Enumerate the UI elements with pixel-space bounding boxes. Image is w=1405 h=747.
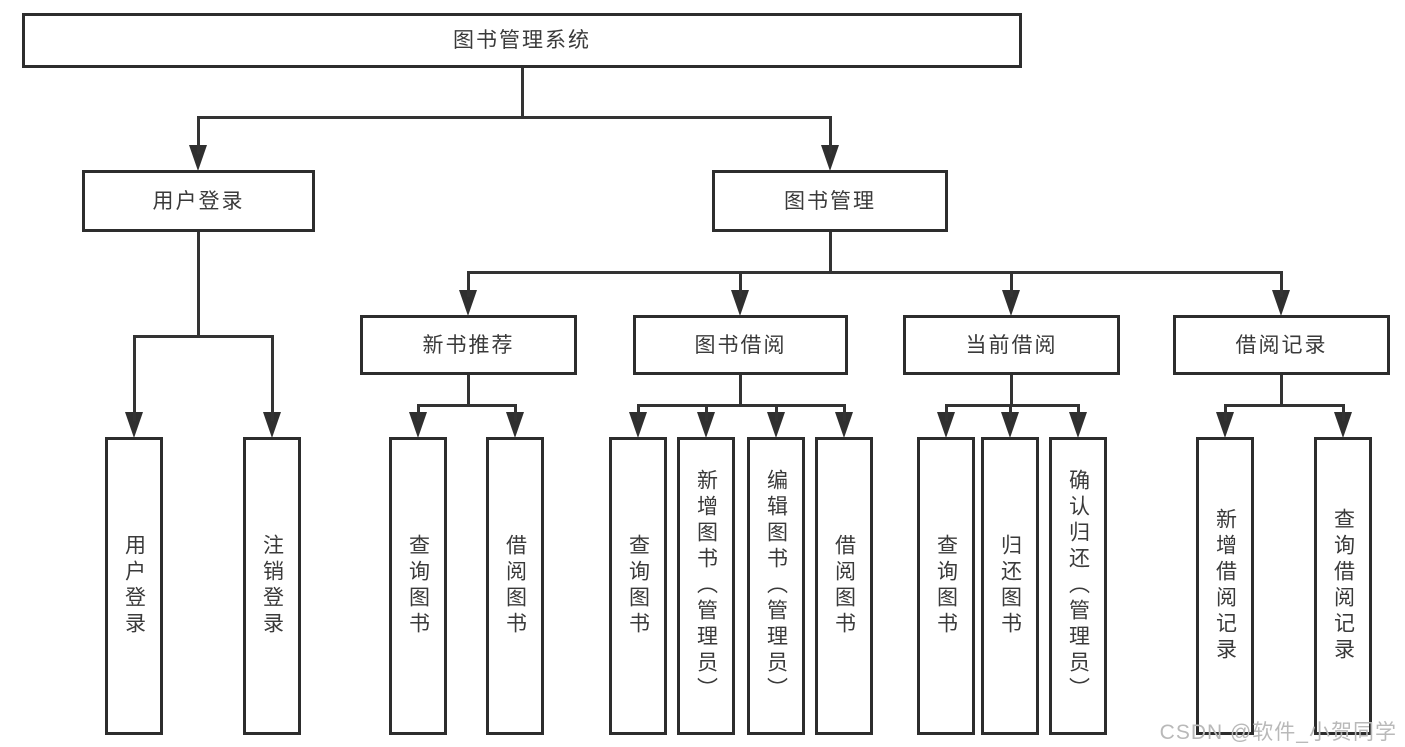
connector-line bbox=[1280, 272, 1283, 297]
leaf-borrow-books-recommend: 借阅图书 bbox=[486, 437, 544, 735]
connector-line bbox=[775, 405, 778, 421]
leaf-borrow-books: 借阅图书 bbox=[815, 437, 873, 735]
leaf-query-borrow-record: 查询借阅记录 bbox=[1314, 437, 1372, 735]
node-user-login: 用户登录 bbox=[82, 170, 315, 232]
arrowhead-down-icon bbox=[459, 290, 477, 316]
leaf-logout: 注销登录 bbox=[243, 437, 301, 735]
connector-line bbox=[945, 405, 948, 421]
node-book-borrow: 图书借阅 bbox=[633, 315, 848, 375]
connector-line bbox=[1010, 272, 1013, 297]
arrowhead-down-icon bbox=[731, 290, 749, 316]
leaf-query-books-current: 查询图书 bbox=[917, 437, 975, 735]
connector-line bbox=[843, 405, 846, 421]
arrowhead-down-icon bbox=[125, 412, 143, 438]
arrowhead-down-icon bbox=[506, 412, 524, 438]
arrowhead-down-icon bbox=[189, 145, 207, 171]
connector-line bbox=[521, 68, 524, 118]
arrowhead-down-icon bbox=[821, 145, 839, 171]
connector-line bbox=[739, 375, 742, 407]
arrowhead-down-icon bbox=[835, 412, 853, 438]
node-book-management: 图书管理 bbox=[712, 170, 948, 232]
arrowhead-down-icon bbox=[1001, 412, 1019, 438]
connector-line bbox=[197, 232, 200, 338]
arrowhead-down-icon bbox=[1069, 412, 1087, 438]
node-root: 图书管理系统 bbox=[22, 13, 1022, 68]
connector-line bbox=[1077, 405, 1080, 421]
arrowhead-down-icon bbox=[409, 412, 427, 438]
node-current-borrow: 当前借阅 bbox=[903, 315, 1120, 375]
connector-line bbox=[417, 405, 420, 421]
connector-line bbox=[133, 336, 136, 421]
connector-line bbox=[197, 117, 200, 154]
connector-line bbox=[1342, 405, 1345, 421]
connector-line bbox=[705, 405, 708, 421]
arrowhead-down-icon bbox=[629, 412, 647, 438]
arrowhead-down-icon bbox=[263, 412, 281, 438]
arrowhead-down-icon bbox=[1272, 290, 1290, 316]
connector-line bbox=[1224, 405, 1227, 421]
node-borrow-records: 借阅记录 bbox=[1173, 315, 1390, 375]
connector-line bbox=[133, 335, 274, 338]
arrowhead-down-icon bbox=[767, 412, 785, 438]
leaf-edit-books-admin: 编辑图书（管理员） bbox=[747, 437, 805, 735]
connector-line bbox=[197, 116, 832, 119]
arrowhead-down-icon bbox=[1334, 412, 1352, 438]
connector-line bbox=[514, 405, 517, 421]
connector-line bbox=[467, 375, 470, 407]
connector-line bbox=[1280, 375, 1283, 407]
connector-line bbox=[739, 272, 742, 297]
arrowhead-down-icon bbox=[1216, 412, 1234, 438]
node-new-book-recommend: 新书推荐 bbox=[360, 315, 577, 375]
connector-line bbox=[1224, 404, 1345, 407]
leaf-return-books: 归还图书 bbox=[981, 437, 1039, 735]
connector-line bbox=[1009, 405, 1012, 421]
connector-line bbox=[637, 405, 640, 421]
leaf-add-books-admin: 新增图书（管理员） bbox=[677, 437, 735, 735]
csdn-watermark: CSDN @软件_小贺同学 bbox=[1159, 721, 1397, 744]
leaf-user-login: 用户登录 bbox=[105, 437, 163, 735]
connector-line bbox=[829, 117, 832, 154]
leaf-confirm-return-admin: 确认归还（管理员） bbox=[1049, 437, 1107, 735]
arrowhead-down-icon bbox=[697, 412, 715, 438]
leaf-query-books-recommend: 查询图书 bbox=[389, 437, 447, 735]
connector-line bbox=[1010, 375, 1013, 407]
connector-line bbox=[467, 271, 1283, 274]
leaf-add-borrow-record: 新增借阅记录 bbox=[1196, 437, 1254, 735]
arrowhead-down-icon bbox=[937, 412, 955, 438]
connector-line bbox=[829, 232, 832, 274]
connector-line bbox=[467, 272, 470, 297]
leaf-query-books-borrow: 查询图书 bbox=[609, 437, 667, 735]
connector-line bbox=[271, 336, 274, 421]
arrowhead-down-icon bbox=[1002, 290, 1020, 316]
